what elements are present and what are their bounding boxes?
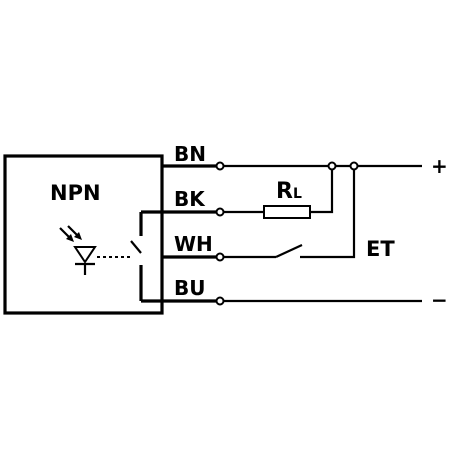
sensor-housing (3, 154, 164, 315)
positive-terminal-label: + (431, 154, 448, 178)
load-label: RL (276, 179, 302, 204)
junction-et (349, 161, 359, 171)
terminal-bk (215, 207, 225, 217)
wire-label-bk: BK (174, 187, 206, 211)
output-switch-icon (130, 212, 143, 301)
junction-load (327, 161, 337, 171)
et-label: ET (366, 237, 395, 261)
et-contact-icon (275, 244, 303, 258)
negative-terminal-label: − (431, 288, 448, 312)
wire-label-wh: WH (174, 232, 213, 256)
terminal-bu (215, 296, 225, 306)
load-resistor (263, 205, 311, 219)
wire-label-bu: BU (174, 276, 205, 300)
wire-label-bn: BN (174, 142, 206, 166)
et-return (300, 169, 356, 259)
load-return (310, 169, 334, 214)
led-icon (59, 225, 97, 275)
sensor-type-label: NPN (50, 181, 101, 205)
terminal-bn (215, 161, 225, 171)
terminal-wh (215, 252, 225, 262)
